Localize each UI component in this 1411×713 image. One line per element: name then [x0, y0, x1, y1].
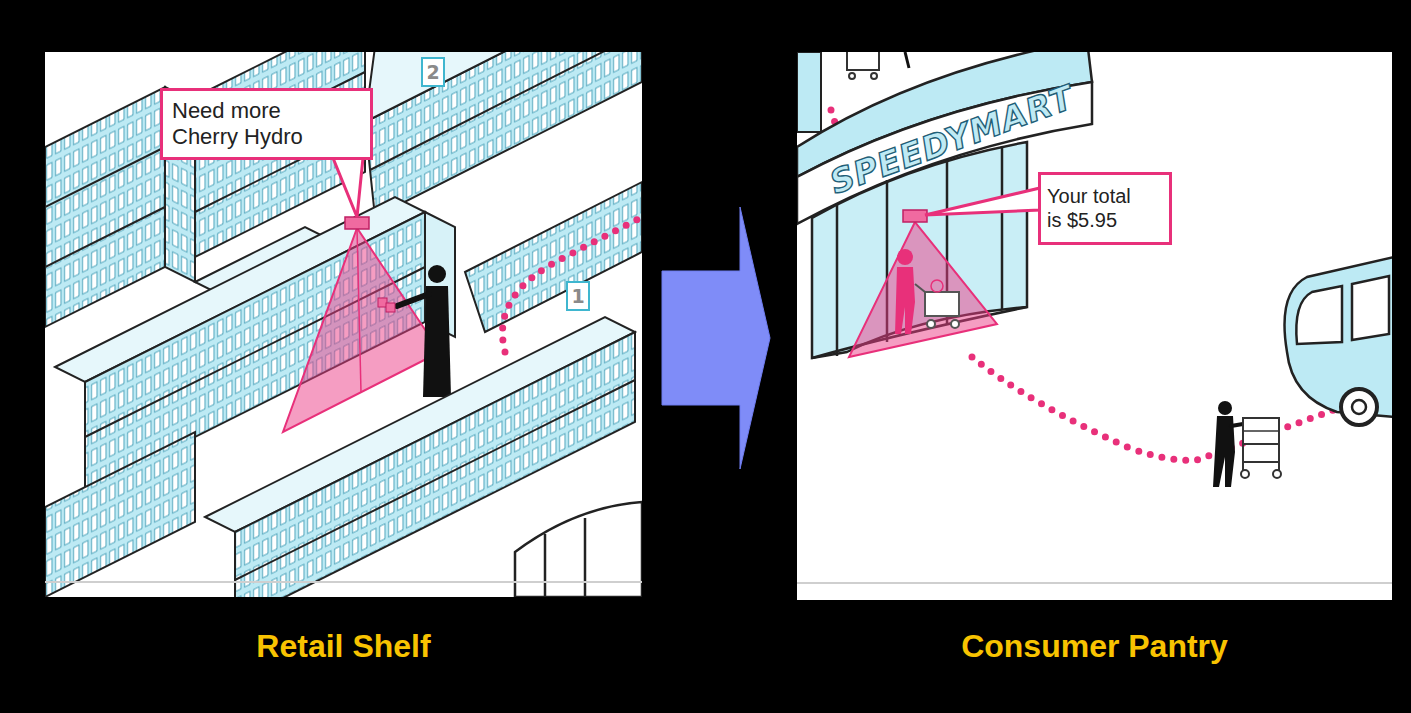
illustration-part	[1242, 444, 1244, 470]
aisle-number: 2	[422, 58, 444, 86]
illustration-part	[1001, 146, 1004, 310]
illustration-part	[1296, 286, 1342, 344]
illustration-part	[951, 320, 959, 328]
illustration-part	[1352, 276, 1389, 340]
callout-text: Need more Cherry Hydro	[172, 98, 324, 149]
illustration-part	[925, 292, 959, 316]
illustration-part	[1341, 389, 1377, 425]
illustration-part	[45, 207, 165, 267]
checkout-illustration	[797, 52, 1392, 600]
illustration-part	[895, 267, 915, 334]
aisle-number: 1	[567, 282, 589, 310]
panel-caption: Consumer Pantry	[797, 623, 1392, 669]
illustration-part	[915, 284, 925, 292]
distant-cart	[847, 52, 909, 79]
illustration-panel: Retail Shelf Need more Cherry Hydro 2 1	[45, 52, 642, 680]
illustration-part	[397, 294, 429, 306]
shopper-in-cone	[895, 249, 959, 334]
illustration-part	[465, 182, 642, 332]
illustration-part	[45, 581, 642, 583]
checkout-sensor-cone	[849, 188, 1040, 357]
illustration-part	[386, 303, 395, 312]
illustration-part	[333, 158, 363, 217]
illustration-part	[357, 228, 361, 392]
illustration-part	[365, 52, 642, 122]
illustration-part	[1243, 461, 1279, 463]
illustration-part	[797, 52, 821, 132]
illustration-part	[847, 52, 879, 70]
panel-caption: Retail Shelf	[45, 623, 642, 669]
illustration-part	[1243, 430, 1279, 432]
illustration-part	[45, 87, 165, 327]
illustration-part	[925, 188, 1040, 215]
illustration-part	[45, 147, 165, 207]
illustration-part	[897, 249, 913, 265]
illustration-part	[905, 52, 909, 68]
illustration-part	[1218, 401, 1232, 415]
illustration-part	[1352, 400, 1366, 414]
illustration-panel: Consumer PantryYour total is $5.95SPEEDY…	[797, 52, 1392, 680]
sensor-cone	[283, 158, 440, 432]
callout-box: Need more Cherry Hydro	[160, 88, 373, 160]
illustration-part	[871, 73, 877, 79]
illustration-part	[544, 534, 547, 597]
illustration-part	[931, 280, 943, 292]
shopper	[378, 265, 451, 397]
shopper-with-cart	[1213, 401, 1281, 487]
illustration-part	[1285, 257, 1393, 417]
illustration-part	[903, 210, 927, 222]
illustration-part	[849, 73, 855, 79]
illustration-part	[1241, 470, 1249, 478]
illustration-part	[797, 582, 1392, 584]
illustration-part	[45, 432, 195, 597]
illustration-part	[423, 286, 451, 397]
illustration-part	[927, 320, 935, 328]
illustration-part	[422, 58, 444, 86]
illustration-part	[1273, 470, 1281, 478]
block-arrow	[662, 207, 770, 469]
shopper-path	[503, 217, 643, 352]
illustration-part	[1231, 424, 1243, 426]
illustration-part	[567, 282, 589, 310]
illustration-part	[836, 204, 839, 356]
illustration-part	[283, 228, 440, 432]
shopper-path	[972, 357, 1342, 460]
illustration-part	[1278, 444, 1280, 470]
illustration-part	[428, 265, 446, 283]
illustration-part	[345, 217, 369, 229]
illustration-part	[849, 222, 997, 357]
illustration-part	[584, 518, 587, 597]
callout-text: Your total is $5.95	[1047, 185, 1145, 232]
van	[1285, 257, 1393, 425]
callout-box: Your total is $5.95	[1038, 172, 1172, 245]
illustration-part	[1243, 418, 1279, 444]
